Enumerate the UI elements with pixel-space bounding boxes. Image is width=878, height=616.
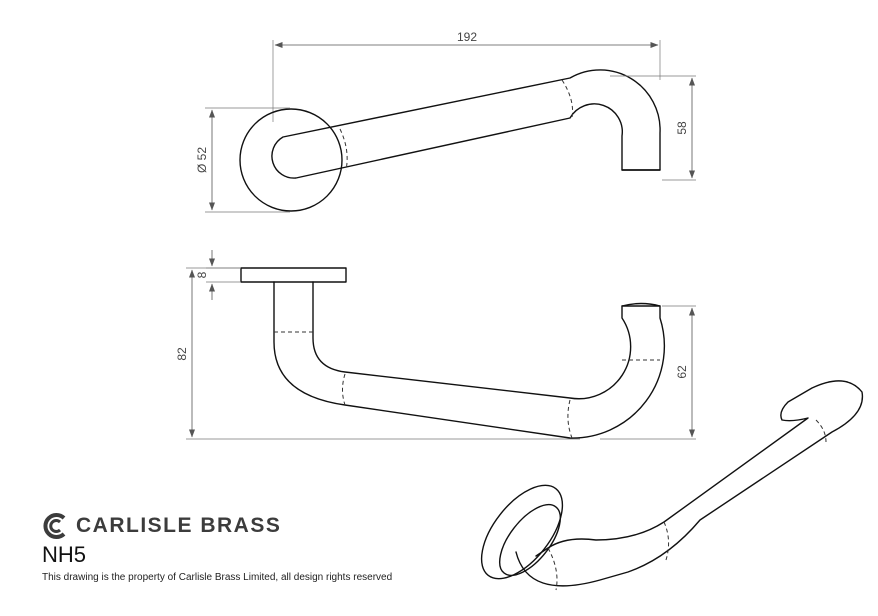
iso-rose-face xyxy=(499,503,561,577)
iso-lever-outline xyxy=(515,380,864,587)
hidden-line xyxy=(547,547,558,591)
isometric-view xyxy=(480,380,864,591)
hidden-line xyxy=(663,521,670,561)
carlisle-brass-c-logo-icon xyxy=(43,513,66,539)
rose-outline xyxy=(239,108,343,212)
dimension-side-height-label: 62 xyxy=(675,365,689,379)
product-code: NH5 xyxy=(42,542,87,567)
rose-plate-side xyxy=(240,267,347,283)
lever-side-outline xyxy=(273,281,666,439)
hidden-line xyxy=(815,419,827,443)
dimension-thickness-label: 8 xyxy=(195,271,209,278)
disclaimer-text: This drawing is the property of Carlisle… xyxy=(42,572,393,583)
hidden-line xyxy=(561,79,573,119)
dimension-top-height-label: 58 xyxy=(675,121,689,135)
dimension-projection-label: 82 xyxy=(175,347,189,361)
side-view: 8 82 62 xyxy=(175,250,696,440)
hidden-line xyxy=(342,373,346,406)
iso-rose-outline xyxy=(480,484,564,580)
hidden-line xyxy=(339,128,348,171)
lever-end-cap xyxy=(621,302,661,307)
top-view: 192 Ø 52 58 xyxy=(195,30,696,213)
lever-top-outline xyxy=(271,69,661,179)
dimension-length-label: 192 xyxy=(457,30,477,44)
hidden-line xyxy=(567,399,573,439)
dimension-diameter-label: Ø 52 xyxy=(195,147,209,173)
brand-block: CARLISLE BRASS xyxy=(42,512,281,540)
brand-name: CARLISLE BRASS xyxy=(76,514,282,537)
